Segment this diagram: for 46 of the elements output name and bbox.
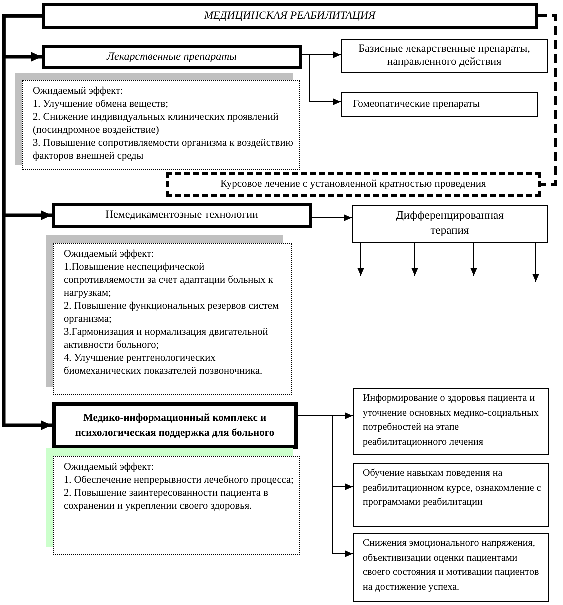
notes-box — [53, 456, 300, 555]
arrow — [312, 214, 352, 222]
box-label: Курсовое лечение с установленной кратностью проведения — [220, 178, 486, 191]
box-label: Гомеопатические препараты — [353, 98, 481, 111]
effect-item: 1. Обеспечение непрерывности лечебного процесса; — [64, 474, 295, 487]
box-label: Медико-информационный комплекс и психологическая поддержка для больного — [74, 412, 276, 440]
notes-box — [22, 80, 300, 170]
effect-item: 4. Улучшение рентгенологических биомеханических показателей позвоночника. — [64, 352, 264, 378]
process-box — [341, 39, 548, 73]
process-box — [353, 388, 549, 455]
effect-item: 2. Повышение заинтересованности пациента в сохранении и укреплении своего здоровья. — [64, 487, 270, 513]
effect-item: 2. Снижение индивидуальных клинических проявлений (посиндромное воздействие) — [33, 111, 280, 137]
arrow — [532, 242, 540, 282]
process-box — [353, 463, 549, 527]
box-label: Снижения эмоционального напряжения, объективизации оценки пациентами своего состояния и мотивации пациентов на достижение успеха. — [363, 537, 540, 594]
process-box — [52, 402, 298, 449]
box-label: Немедикаментозные технологии — [106, 209, 258, 222]
process-box — [353, 533, 549, 602]
dashed-connector — [538, 14, 558, 186]
effect-item: 1.Повышение неспецифической сопротивляемости за счет адаптации больных к нагрузкам; — [64, 261, 274, 300]
box-label: Дифференцированная терапия — [395, 209, 505, 239]
arrow — [358, 242, 364, 276]
process-box — [42, 45, 302, 69]
process-box — [352, 205, 548, 243]
arrow — [302, 54, 342, 106]
title-box — [42, 3, 538, 29]
effect-item: 3. Повышение сопротивляемости организма к воздействию факторов внешней среды — [33, 137, 294, 163]
effect-item: 1. Улучшение обмена веществ; — [33, 98, 170, 111]
box-label: Обучение навыкам поведения на реабилитационном курсе, ознакомление с программами реабилитации — [363, 467, 542, 510]
box-label: Информирование о здоровья пациента и уточнение основных медико-социальных потребностей на этапе реабилитационного лечения — [363, 392, 540, 450]
box-label: МЕДИЦИНСКАЯ РЕАБИЛИТАЦИЯ — [204, 10, 376, 22]
effect-heading: Ожидаемый эффект: — [64, 461, 156, 474]
arrow — [2, 14, 52, 430]
arrow — [412, 242, 418, 276]
arrow — [298, 416, 354, 558]
effect-item: 2. Повышение функциональных резервов систем организма; — [64, 300, 280, 326]
effect-item: 3.Гармонизация и нормализация двигательной активности больного; — [64, 326, 270, 352]
effect-heading: Ожидаемый эффект: — [33, 85, 124, 98]
process-box — [52, 203, 312, 228]
notes-box — [53, 243, 292, 395]
effect-heading: Ожидаемый эффект: — [64, 248, 156, 261]
process-box — [341, 92, 538, 117]
box-label: Базисные лекарственные препараты, направленного действия — [358, 43, 532, 69]
arrow — [470, 242, 478, 276]
box-label: Лекарственные препараты — [107, 50, 237, 64]
dashed-box — [166, 172, 541, 197]
